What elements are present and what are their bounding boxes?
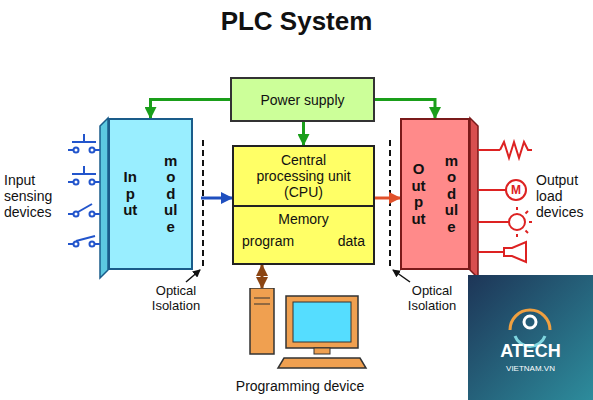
callout-label: Optical Isolation bbox=[396, 284, 468, 314]
box-label: Central processing unit (CPU) bbox=[256, 152, 352, 200]
logo-icon bbox=[510, 310, 550, 346]
switch-symbols bbox=[68, 134, 100, 247]
box-label: Programming device bbox=[236, 378, 364, 396]
module-label: module bbox=[163, 153, 178, 236]
callout-label: Optical Isolation bbox=[140, 284, 212, 314]
logo-ground bbox=[468, 275, 593, 400]
module-side-face bbox=[100, 118, 108, 278]
group-label: Input sensing devices bbox=[4, 172, 66, 220]
isolation-line bbox=[202, 140, 204, 268]
programming-device: Programming device bbox=[230, 288, 370, 396]
computer-illustration bbox=[230, 288, 370, 372]
group-label: Output load devices bbox=[536, 172, 591, 220]
module-label: Output bbox=[411, 161, 426, 227]
isolation-line bbox=[389, 140, 391, 268]
connector-arrow bbox=[375, 197, 400, 200]
watermark: ATECH bbox=[468, 341, 593, 362]
connector-arrow bbox=[151, 100, 231, 119]
module-label: Input bbox=[123, 169, 138, 219]
motor-symbol-letter: M bbox=[508, 182, 524, 198]
memory-section: Memory programdata bbox=[234, 205, 373, 263]
connector-arrow bbox=[375, 100, 435, 119]
memory-part: program bbox=[242, 233, 304, 249]
module-label: module bbox=[444, 153, 459, 236]
connector-arrow bbox=[261, 265, 264, 288]
title: PLC System bbox=[0, 6, 593, 37]
load-symbols bbox=[478, 142, 532, 262]
box-label: Power supply bbox=[260, 92, 344, 108]
connector-arrow bbox=[201, 197, 232, 200]
cpu-box: Memory programdata Central processing unit… bbox=[232, 145, 375, 265]
leader-line bbox=[393, 270, 410, 282]
memory-heading: Memory bbox=[242, 211, 365, 227]
power-supply-box: Power supply bbox=[230, 77, 375, 122]
output-module: Output module bbox=[400, 118, 470, 270]
module-side-face bbox=[470, 118, 478, 278]
input-module: Input module bbox=[108, 118, 193, 270]
connector-arrow bbox=[302, 122, 305, 145]
leader-line bbox=[186, 270, 200, 282]
watermark: VIETNAM.VN bbox=[468, 364, 593, 373]
memory-part: data bbox=[304, 233, 366, 249]
